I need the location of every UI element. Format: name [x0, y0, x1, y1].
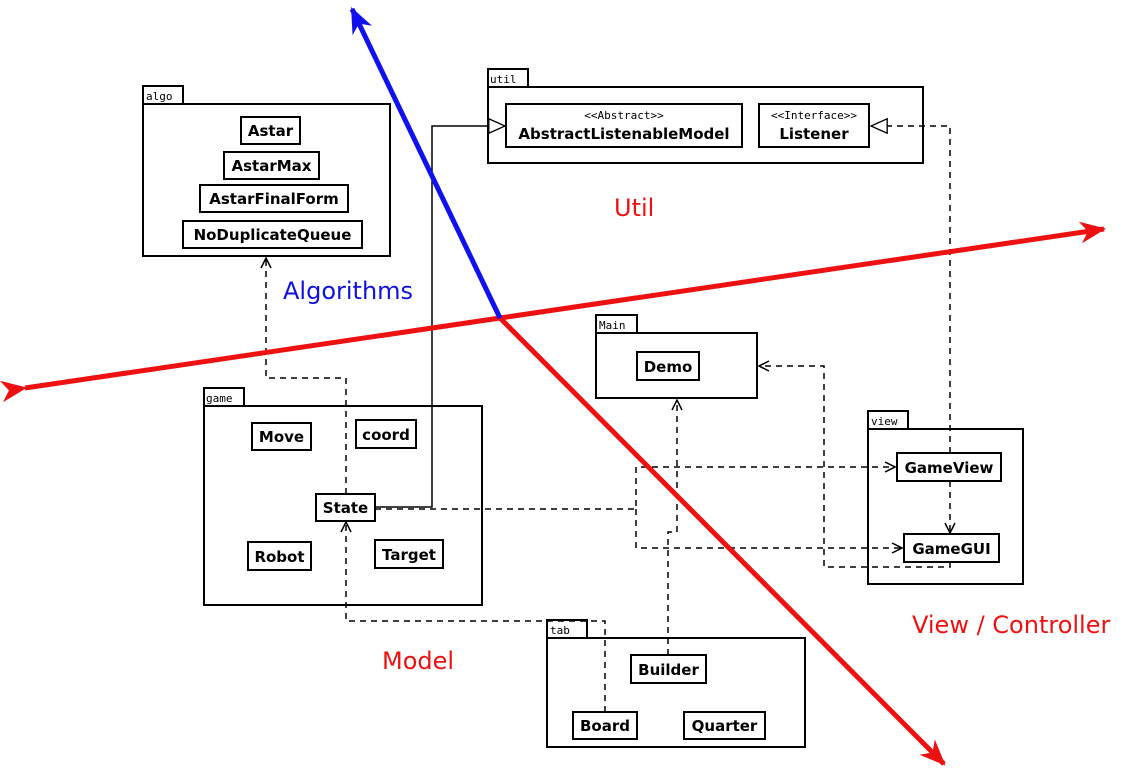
red-divider-diagonal [498, 316, 946, 766]
class-name: GameView [905, 459, 994, 477]
dependency-state-to-gamegui [635, 509, 902, 548]
class-name: Listener [779, 125, 849, 143]
dependency-board-to-state [346, 522, 606, 712]
region-label-util: Util [614, 194, 654, 222]
class-name: AbstractListenableModel [518, 125, 729, 143]
class-name: Builder [638, 661, 699, 679]
class-name: Move [259, 428, 304, 446]
class-state[interactable]: State [315, 493, 376, 522]
class-demo[interactable]: Demo [636, 351, 700, 381]
stereotype-label: <<Abstract>> [584, 109, 664, 122]
class-move[interactable]: Move [251, 422, 312, 451]
stereotype-label: <<Interface>> [771, 109, 857, 122]
class-listener[interactable]: <<Interface>> Listener [758, 103, 870, 148]
class-name: GameGUI [912, 540, 990, 558]
class-name: Demo [644, 358, 693, 376]
class-name: coord [362, 426, 410, 444]
class-name: NoDuplicateQueue [194, 226, 352, 244]
realization-gameview-to-listener [871, 126, 951, 453]
red-divider-horizontal [0, 221, 1107, 403]
region-label-view-controller: View / Controller [912, 611, 1110, 639]
class-astar-final-form[interactable]: AstarFinalForm [199, 184, 349, 213]
class-game-gui[interactable]: GameGUI [903, 533, 1000, 563]
class-target[interactable]: Target [374, 539, 444, 569]
class-name: AstarMax [232, 157, 312, 175]
blue-divider [349, 7, 503, 320]
class-name: State [323, 499, 368, 517]
class-name: Target [382, 546, 436, 564]
dependency-state-to-gameview [375, 467, 895, 510]
class-no-duplicate-queue[interactable]: NoDuplicateQueue [182, 220, 363, 249]
class-astar-max[interactable]: AstarMax [223, 151, 320, 180]
class-astar[interactable]: Astar [240, 116, 301, 145]
class-board[interactable]: Board [572, 711, 638, 740]
package-name-view: view [871, 415, 898, 428]
class-name: AstarFinalForm [209, 190, 339, 208]
package-name-util: util [490, 73, 517, 86]
package-name-game: game [206, 392, 233, 405]
class-name: Robot [254, 548, 304, 566]
class-robot[interactable]: Robot [247, 541, 312, 571]
region-label-algorithms: Algorithms [283, 277, 413, 305]
class-abstract-listenable-model[interactable]: <<Abstract>> AbstractListenableModel [505, 103, 743, 148]
dependency-builder-to-demo [667, 400, 677, 655]
class-builder[interactable]: Builder [630, 654, 707, 684]
class-name: Quarter [692, 717, 758, 735]
region-label-model: Model [382, 647, 454, 675]
package-name-tab: tab [550, 624, 570, 637]
class-name: Astar [248, 122, 294, 140]
package-name-algo: algo [146, 90, 173, 103]
package-name-main: Main [599, 319, 626, 332]
class-game-view[interactable]: GameView [896, 452, 1002, 482]
class-coord[interactable]: coord [355, 419, 417, 449]
class-quarter[interactable]: Quarter [683, 711, 766, 740]
class-name: Board [580, 717, 630, 735]
